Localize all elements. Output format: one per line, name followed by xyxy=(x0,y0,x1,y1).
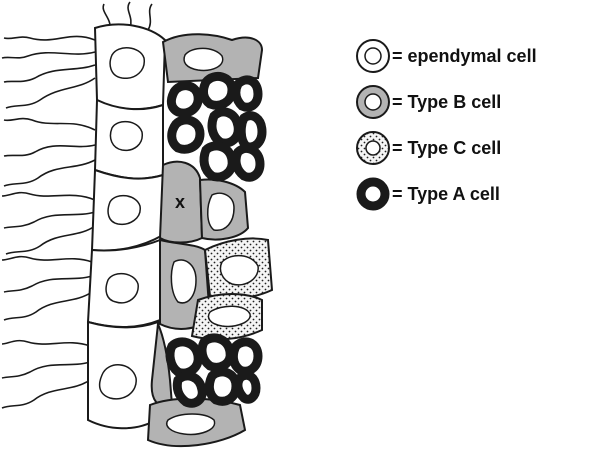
cilium xyxy=(2,52,95,58)
cilium xyxy=(4,276,92,292)
marker-x: x xyxy=(175,192,185,212)
nucleus xyxy=(171,260,196,303)
legend-item-type-c: = Type C cell xyxy=(357,132,501,164)
type-a-cell xyxy=(170,342,198,373)
type-a-cell xyxy=(241,116,262,147)
cilium xyxy=(2,362,90,378)
nucleus xyxy=(167,414,215,434)
cilium xyxy=(2,341,90,346)
type-b-swatch-nucleus xyxy=(365,94,381,110)
cilium xyxy=(6,226,95,254)
type-a-cell xyxy=(172,120,200,149)
cilium xyxy=(4,160,95,186)
nucleus xyxy=(106,274,138,303)
cilium xyxy=(4,65,95,82)
cilium xyxy=(2,380,90,408)
type-a-cell xyxy=(177,376,202,403)
nucleus xyxy=(220,256,258,285)
legend-item-ependymal: = ependymal cell xyxy=(357,40,537,72)
cilium xyxy=(148,4,152,30)
nucleus xyxy=(110,48,144,78)
type-a-cell xyxy=(171,86,198,113)
cilium xyxy=(6,78,95,108)
type-c-swatch-nucleus xyxy=(366,141,380,155)
type-a-cell xyxy=(233,342,258,371)
nucleus xyxy=(110,122,142,151)
legend-label-type-a: = Type A cell xyxy=(392,184,500,204)
type-a-cell xyxy=(238,375,256,399)
type-a-cell xyxy=(236,148,260,177)
legend-label-type-b: = Type B cell xyxy=(392,92,501,112)
ependymal-swatch-nucleus xyxy=(365,48,381,64)
legend-item-type-b: = Type B cell xyxy=(357,86,501,118)
type-a-cell xyxy=(236,80,258,107)
type-a-cell xyxy=(204,146,232,177)
type-a-cell xyxy=(209,372,236,401)
cilium xyxy=(4,145,95,156)
cilium xyxy=(2,257,92,262)
legend-label-ependymal: = ependymal cell xyxy=(392,46,537,66)
type-a-cell xyxy=(202,338,230,367)
legend: = ependymal cell = Type B cell = Type C … xyxy=(357,40,537,206)
cilium xyxy=(4,212,95,228)
type-a-cell xyxy=(203,76,232,105)
type-a-swatch-icon xyxy=(361,182,385,206)
type-a-cell xyxy=(212,112,238,143)
cilium xyxy=(4,292,92,320)
cilium xyxy=(2,193,95,200)
nucleus xyxy=(209,306,251,326)
cilium xyxy=(4,119,95,130)
nucleus xyxy=(108,196,140,225)
nucleus xyxy=(100,365,137,399)
legend-label-type-c: = Type C cell xyxy=(392,138,501,158)
cilium xyxy=(4,36,95,40)
legend-item-type-a: = Type A cell xyxy=(361,182,500,206)
nucleus xyxy=(184,48,223,70)
